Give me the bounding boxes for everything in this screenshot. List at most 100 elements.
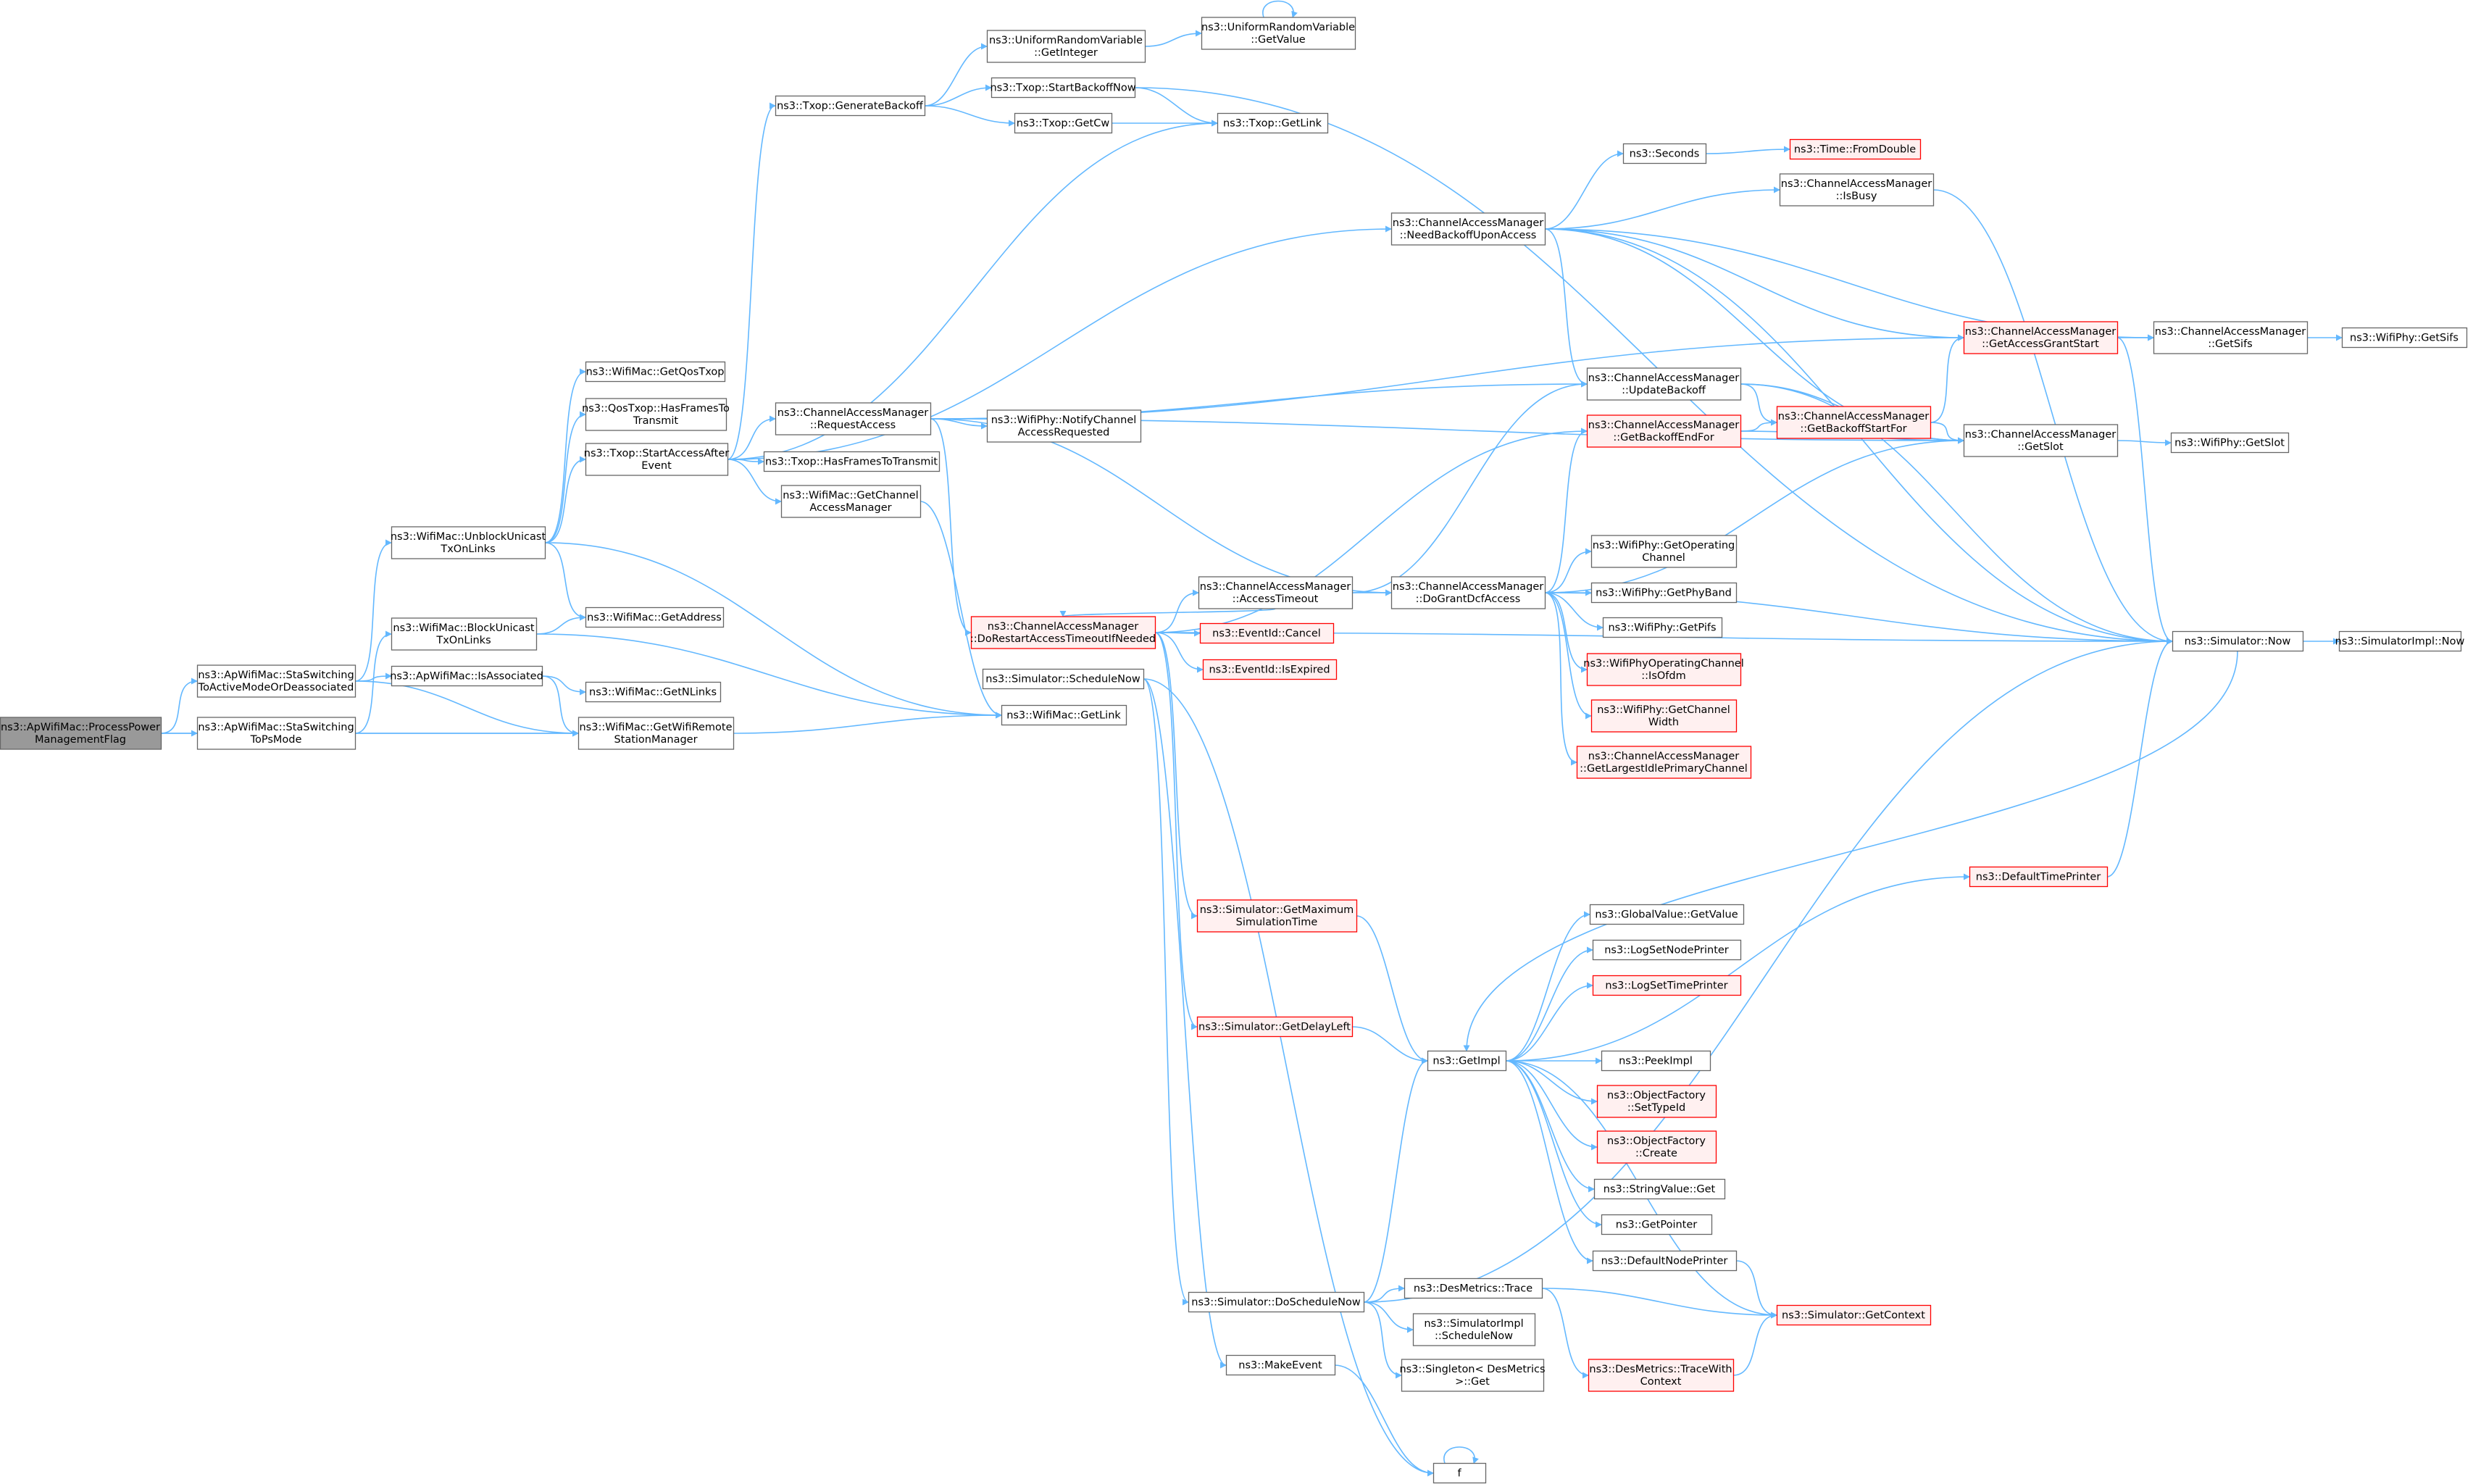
node-label: ns3::StringValue::Get bbox=[1604, 1184, 1716, 1196]
graph-node-n-schednow[interactable]: ns3::Simulator::ScheduleNow bbox=[982, 668, 1145, 690]
graph-node-n-updatebackoff[interactable]: ns3::ChannelAccessManager::UpdateBackoff bbox=[1586, 367, 1742, 401]
graph-node-n-doschednow[interactable]: ns3::Simulator::DoScheduleNow bbox=[1188, 1291, 1365, 1313]
graph-node-n-notifyreq[interactable]: ns3::WifiPhy::NotifyChannelAccessRequest… bbox=[986, 409, 1142, 443]
graph-node-n-startbackoff[interactable]: ns3::Txop::StartBackoffNow bbox=[990, 77, 1136, 99]
graph-node-n-f[interactable]: f bbox=[1432, 1462, 1487, 1484]
call-edge-n_getimpl-to-n_logsetnode bbox=[1505, 946, 1593, 1062]
node-box bbox=[1592, 975, 1742, 996]
node-label: Context bbox=[1640, 1376, 1682, 1388]
graph-node-n-fromdouble[interactable]: ns3::Time::FromDouble bbox=[1789, 138, 1922, 160]
graph-node-n-urv-getval[interactable]: ns3::UniformRandomVariable::GetValue bbox=[1201, 17, 1356, 50]
graph-node-n-simimplsched[interactable]: ns3::SimulatorImpl::ScheduleNow bbox=[1412, 1313, 1536, 1346]
node-box bbox=[1596, 1085, 1717, 1118]
graph-node-n-getqostxop[interactable]: ns3::WifiMac::GetQosTxop bbox=[585, 361, 726, 383]
graph-node-n-getpifs[interactable]: ns3::WifiPhy::GetPifs bbox=[1602, 617, 1723, 638]
node-box bbox=[780, 485, 922, 518]
node-box bbox=[2172, 630, 2304, 652]
graph-node-n-txophasframes[interactable]: ns3::Txop::HasFramesToTransmit bbox=[763, 451, 941, 472]
node-box bbox=[1601, 1050, 1711, 1072]
node-label: ns3::WifiMac::GetAddress bbox=[587, 612, 722, 624]
graph-node-n-accesstimeout[interactable]: ns3::ChannelAccessManager::AccessTimeout bbox=[1198, 576, 1354, 609]
graph-node-n-settypeid[interactable]: ns3::ObjectFactory::SetTypeId bbox=[1596, 1085, 1717, 1118]
graph-node-n-urv-getint[interactable]: ns3::UniformRandomVariable::GetInteger bbox=[986, 30, 1146, 63]
graph-node-n-defnodeprinter[interactable]: ns3::DefaultNodePrinter bbox=[1592, 1250, 1738, 1272]
graph-node-n-evcancel[interactable]: ns3::EventId::Cancel bbox=[1199, 622, 1335, 644]
graph-node-n-getslot-cam[interactable]: ns3::ChannelAccessManager::GetSlot bbox=[1963, 424, 2119, 457]
graph-node-n-getcontext[interactable]: ns3::Simulator::GetContext bbox=[1776, 1304, 1932, 1326]
graph-node-n-logsetnode[interactable]: ns3::LogSetNodePrinter bbox=[1592, 939, 1742, 961]
node-box bbox=[1390, 576, 1546, 609]
graph-node-n-txopgetlink[interactable]: ns3::Txop::GetLink bbox=[1217, 112, 1329, 134]
node-box bbox=[1596, 1130, 1717, 1164]
graph-node-n-phygetsifs[interactable]: ns3::WifiPhy::GetSifs bbox=[2341, 327, 2468, 349]
graph-node-n-peekimpl[interactable]: ns3::PeekImpl bbox=[1601, 1050, 1711, 1072]
call-edge-n_getimpl-to-n_logsettime bbox=[1505, 982, 1593, 1062]
graph-node-n-dorestart[interactable]: ns3::ChannelAccessManager::DoRestartAcce… bbox=[970, 616, 1156, 649]
graph-node-n-getdelayleft[interactable]: ns3::Simulator::GetDelayLeft bbox=[1196, 1016, 1354, 1038]
graph-node-n-getpointer[interactable]: ns3::GetPointer bbox=[1601, 1214, 1713, 1235]
graph-node-n-getremote[interactable]: ns3::WifiMac::GetWifiRemoteStationManage… bbox=[577, 717, 735, 750]
graph-node-n-genbackoff[interactable]: ns3::Txop::GenerateBackoff bbox=[775, 95, 926, 117]
graph-node-n-evexpired[interactable]: ns3::EventId::IsExpired bbox=[1202, 659, 1338, 680]
graph-node-n-makeevent[interactable]: ns3::MakeEvent bbox=[1225, 1354, 1336, 1376]
graph-node-n-getphyband[interactable]: ns3::WifiPhy::GetPhyBand bbox=[1590, 582, 1738, 604]
graph-node-n-logsettime[interactable]: ns3::LogSetTimePrinter bbox=[1592, 975, 1742, 996]
graph-node-n-isofdm[interactable]: ns3::WifiPhyOperatingChannel::IsOfdm bbox=[1583, 653, 1744, 686]
graph-node-n-desmetrics[interactable]: ns3::DesMetrics::Trace bbox=[1404, 1277, 1543, 1299]
node-label: ns3::Txop::GenerateBackoff bbox=[777, 101, 924, 112]
node-label: ns3::WifiPhy::GetOperating bbox=[1593, 540, 1735, 551]
node-box bbox=[2170, 432, 2290, 454]
graph-node-n-dogrant[interactable]: ns3::ChannelAccessManager::DoGrantDcfAcc… bbox=[1390, 576, 1546, 609]
node-label: ns3::ChannelAccessManager bbox=[1200, 581, 1351, 593]
graph-node-n-getlink[interactable]: ns3::WifiMac::GetLink bbox=[1001, 704, 1127, 726]
graph-node-n-getcw[interactable]: ns3::Txop::GetCw bbox=[1014, 112, 1113, 134]
graph-node-n-isassoc[interactable]: ns3::ApWifiMac::IsAssociated bbox=[390, 665, 543, 687]
graph-node-n-getlargest[interactable]: ns3::ChannelAccessManager::GetLargestIdl… bbox=[1576, 746, 1752, 779]
graph-node-n-simimplnow[interactable]: ns3::SimulatorImpl::Now bbox=[2335, 630, 2465, 652]
node-box bbox=[585, 361, 726, 383]
call-edge-n_dogrant-to-n_getslot_cam bbox=[1544, 437, 1964, 593]
graph-node-n-qoshasframes[interactable]: ns3::QosTxop::HasFramesToTransmit bbox=[582, 398, 730, 431]
graph-node-n-getbackoffstart[interactable]: ns3::ChannelAccessManager::GetBackoffSta… bbox=[1776, 406, 1932, 439]
graph-node-n-deftimeprinter[interactable]: ns3::DefaultTimePrinter bbox=[1969, 866, 2109, 888]
node-label: ns3::WifiPhy::GetPhyBand bbox=[1596, 588, 1732, 599]
node-box bbox=[775, 402, 932, 435]
graph-node-n-getaddress[interactable]: ns3::WifiMac::GetAddress bbox=[585, 606, 725, 628]
graph-node-n-isbusy[interactable]: ns3::ChannelAccessManager::IsBusy bbox=[1779, 173, 1935, 207]
graph-node-n-stringget[interactable]: ns3::StringValue::Get bbox=[1593, 1178, 1726, 1200]
graph-node-n-globalvalue[interactable]: ns3::GlobalValue::GetValue bbox=[1589, 904, 1745, 925]
graph-node-n-getbackoffend[interactable]: ns3::ChannelAccessManager::GetBackoffEnd… bbox=[1586, 414, 1742, 448]
graph-node-n-simnow[interactable]: ns3::Simulator::Now bbox=[2172, 630, 2304, 652]
graph-node-n-getaccessgrant[interactable]: ns3::ChannelAccessManager::GetAccessGran… bbox=[1963, 321, 2119, 354]
node-label: ::IsBusy bbox=[1836, 191, 1877, 202]
graph-node-n-getimpl[interactable]: ns3::GetImpl bbox=[1427, 1050, 1507, 1072]
node-box bbox=[1592, 939, 1742, 961]
graph-node-n-getsifs-cam[interactable]: ns3::ChannelAccessManager::GetSifs bbox=[2153, 321, 2309, 354]
node-box bbox=[1592, 1250, 1738, 1272]
graph-node-n-needbackoff[interactable]: ns3::ChannelAccessManager::NeedBackoffUp… bbox=[1390, 212, 1546, 246]
graph-node-n-phygetslot[interactable]: ns3::WifiPhy::GetSlot bbox=[2170, 432, 2290, 454]
graph-node-n-getnlinks[interactable]: ns3::WifiMac::GetNLinks bbox=[585, 681, 722, 703]
graph-node-n-singleton[interactable]: ns3::Singleton< DesMetrics>::Get bbox=[1399, 1359, 1546, 1392]
graph-node-n-stasw-active[interactable]: ns3::ApWifiMac::StaSwitchingToActiveMode… bbox=[196, 664, 356, 698]
call-edge-n_getbackoffstart-to-n_getslot_cam bbox=[1930, 422, 1964, 444]
graph-node-n-seconds[interactable]: ns3::Seconds bbox=[1622, 143, 1707, 164]
call-edge-n_doschednow-to-n_simimplsched bbox=[1363, 1301, 1414, 1333]
node-label: ::GetSifs bbox=[2208, 338, 2253, 350]
graph-node-n-reqaccess[interactable]: ns3::ChannelAccessManager::RequestAccess bbox=[775, 402, 932, 435]
node-label: ns3::PeekImpl bbox=[1619, 1056, 1693, 1067]
node-label: ns3::EventId::IsExpired bbox=[1209, 664, 1330, 676]
call-edge-n_needbackoff-to-n_isbusy bbox=[1544, 186, 1780, 230]
graph-node-n-create[interactable]: ns3::ObjectFactory::Create bbox=[1596, 1130, 1717, 1164]
graph-node-root[interactable]: ns3::ApWifiMac::ProcessPowerManagementFl… bbox=[0, 717, 162, 750]
